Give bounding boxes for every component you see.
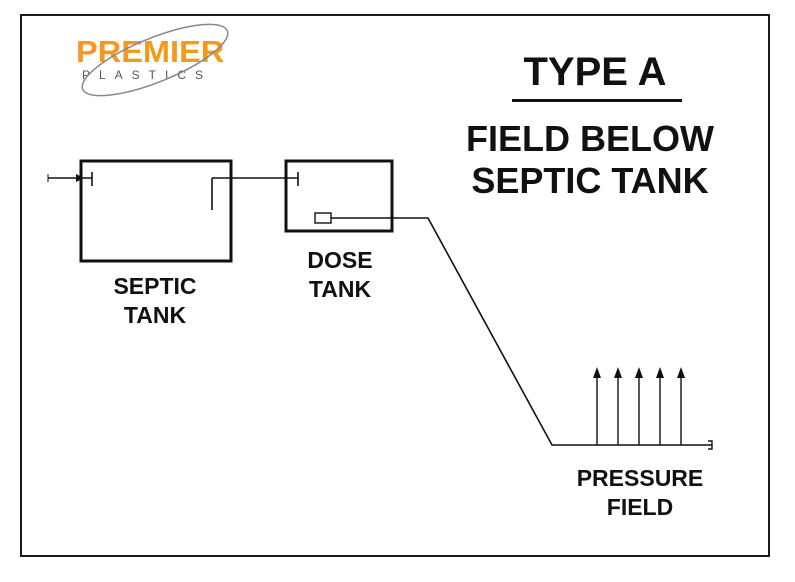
dose-tank-label-line-1: DOSE	[307, 247, 373, 273]
pressure-field-label-line-1: PRESSURE	[576, 465, 704, 491]
septic-tank-label: SEPTIC TANK	[100, 272, 210, 330]
diagram-subtitle: FIELD BELOW SEPTIC TANK	[440, 118, 740, 203]
pressure-line-end-cap	[708, 440, 713, 450]
dose-tank-label-line-2: TANK	[308, 275, 372, 302]
pressure-field-label: PRESSURE FIELD	[560, 464, 720, 522]
pump-icon	[314, 212, 332, 224]
diagram-frame	[20, 14, 770, 557]
title-underline	[512, 99, 682, 102]
diagram-title: TYPE A	[523, 50, 667, 94]
pressure-field-laterals	[593, 367, 685, 445]
dose-tank-label: DOSE TANK	[290, 246, 390, 304]
subtitle-line-1: FIELD BELOW	[466, 118, 714, 159]
septic-tank-label-line-1: SEPTIC	[113, 273, 197, 299]
septic-tank-box	[79, 159, 233, 263]
septic-tank-label-line-2: TANK	[123, 301, 187, 328]
pressure-field-label-line-2: FIELD	[606, 493, 674, 520]
inlet-pipe	[47, 172, 93, 186]
dose-tank-box	[284, 159, 394, 233]
pressure-line	[331, 217, 712, 446]
subtitle-line-2: SEPTIC TANK	[471, 160, 709, 202]
logo-swoosh	[81, 23, 229, 97]
logo-subbrand-text: PLASTICS	[82, 68, 213, 82]
septic-to-dose-pipe	[211, 172, 299, 210]
